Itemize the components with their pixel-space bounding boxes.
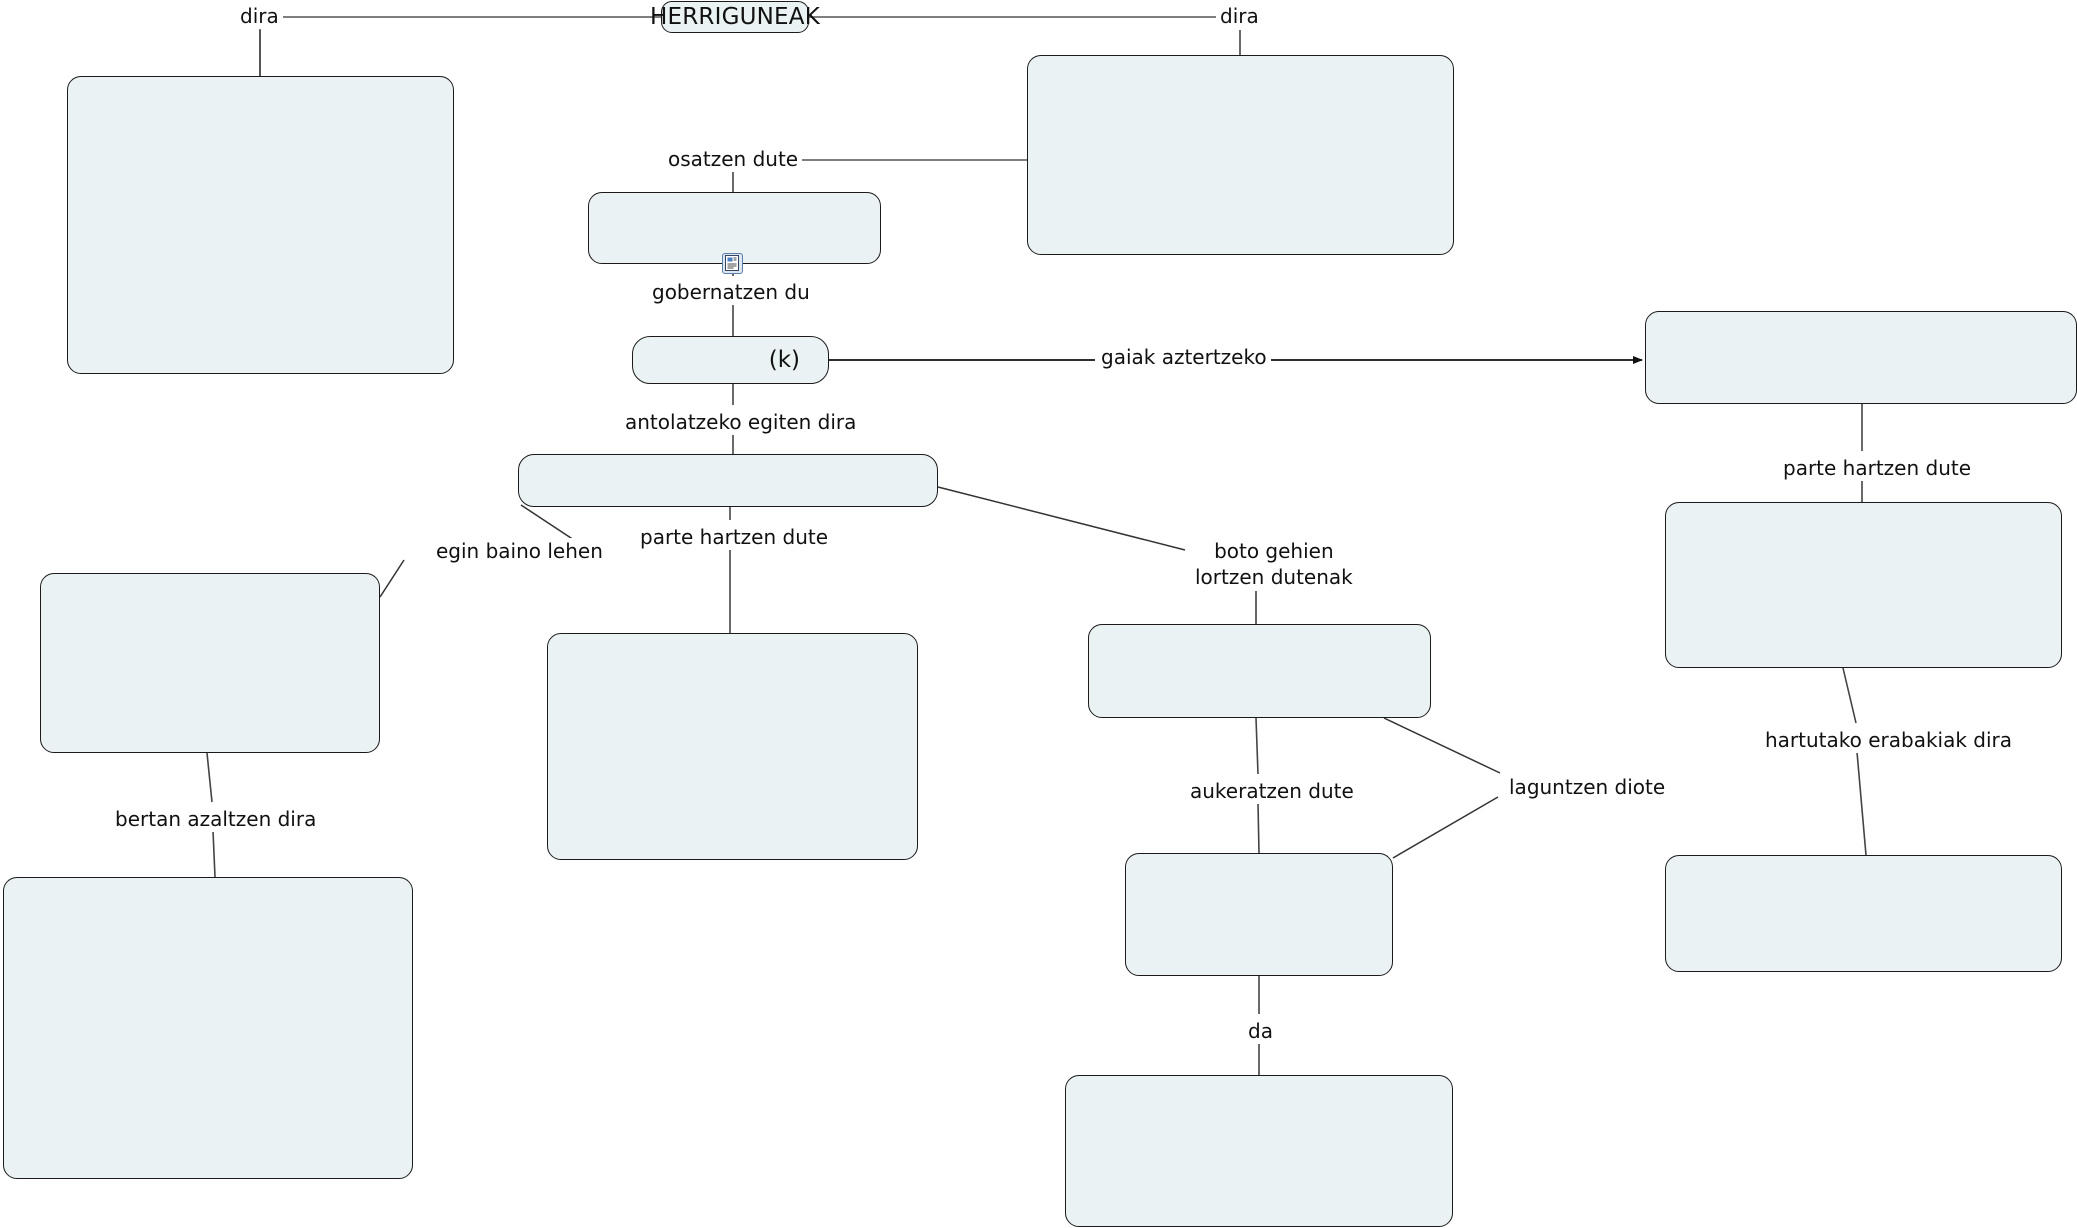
edge-label-parte-hartzen-dute-2[interactable]: parte hartzen dute bbox=[1779, 455, 1976, 482]
edge-hartutako-bot bbox=[1856, 751, 1867, 856]
edge-bertan-bot bbox=[212, 830, 216, 878]
edge-label-osatzen-dute[interactable]: osatzen dute bbox=[664, 146, 803, 173]
edge-egin-a bbox=[520, 504, 575, 541]
edge-aukeratzen-bot bbox=[1257, 802, 1260, 854]
node-wide-bar[interactable] bbox=[518, 454, 938, 507]
edge-label-dira-left[interactable]: dira bbox=[236, 3, 283, 30]
node-label: HERRIGUNEAK bbox=[650, 4, 820, 30]
node-mid-right-b[interactable] bbox=[1125, 853, 1393, 976]
edge-label-egin-baino-lehen[interactable]: egin baino lehen bbox=[432, 538, 607, 565]
node-left-mid[interactable] bbox=[40, 573, 380, 753]
edge-label-hartutako-erabakiak[interactable]: hartutako erabakiak dira bbox=[1761, 727, 2017, 754]
edge-label-aukeratzen-dute[interactable]: aukeratzen dute bbox=[1186, 778, 1358, 805]
edge-label-antolatzeko[interactable]: antolatzeko egiten dira bbox=[621, 409, 861, 436]
note-icon[interactable] bbox=[722, 253, 743, 274]
node-label: (k) bbox=[768, 347, 800, 373]
edge-aukeratzen-top bbox=[1255, 717, 1259, 775]
node-herriguneak[interactable]: HERRIGUNEAK bbox=[650, 1, 820, 33]
node-far-right[interactable] bbox=[1645, 311, 2077, 404]
edge-egin-b bbox=[379, 559, 405, 598]
edge-label-parte-hartzen-dute-1[interactable]: parte hartzen dute bbox=[636, 524, 833, 551]
edge-hartutako-top bbox=[1842, 667, 1857, 724]
node-right-top[interactable] bbox=[1027, 55, 1454, 255]
node-mid-right-a[interactable] bbox=[1088, 624, 1431, 718]
edge-label-dira-right[interactable]: dira bbox=[1216, 3, 1263, 30]
edge-boto-a bbox=[937, 486, 1186, 551]
node-right-bottom[interactable] bbox=[1665, 855, 2062, 972]
edge-label-gobernatzen-du[interactable]: gobernatzen du bbox=[648, 279, 814, 306]
node-center-big[interactable] bbox=[547, 633, 918, 860]
edge-laguntzen-a bbox=[1383, 717, 1501, 774]
node-left-top[interactable] bbox=[67, 76, 454, 374]
edge-label-laguntzen-diote[interactable]: laguntzen diote bbox=[1505, 774, 1670, 801]
node-right-mid[interactable] bbox=[1665, 502, 2062, 668]
edge-laguntzen-b bbox=[1392, 796, 1499, 859]
node-left-bottom[interactable] bbox=[3, 877, 413, 1179]
edge-label-bertan-azaltzen-dira[interactable]: bertan azaltzen dira bbox=[111, 806, 321, 833]
node-bottom[interactable] bbox=[1065, 1075, 1453, 1227]
node-k[interactable]: (k) bbox=[632, 336, 829, 384]
edge-label-gaiak-aztertzeko[interactable]: gaiak aztertzeko bbox=[1097, 344, 1271, 371]
edge-bertan-top bbox=[206, 752, 213, 803]
edge-label-da[interactable]: da bbox=[1244, 1018, 1277, 1045]
